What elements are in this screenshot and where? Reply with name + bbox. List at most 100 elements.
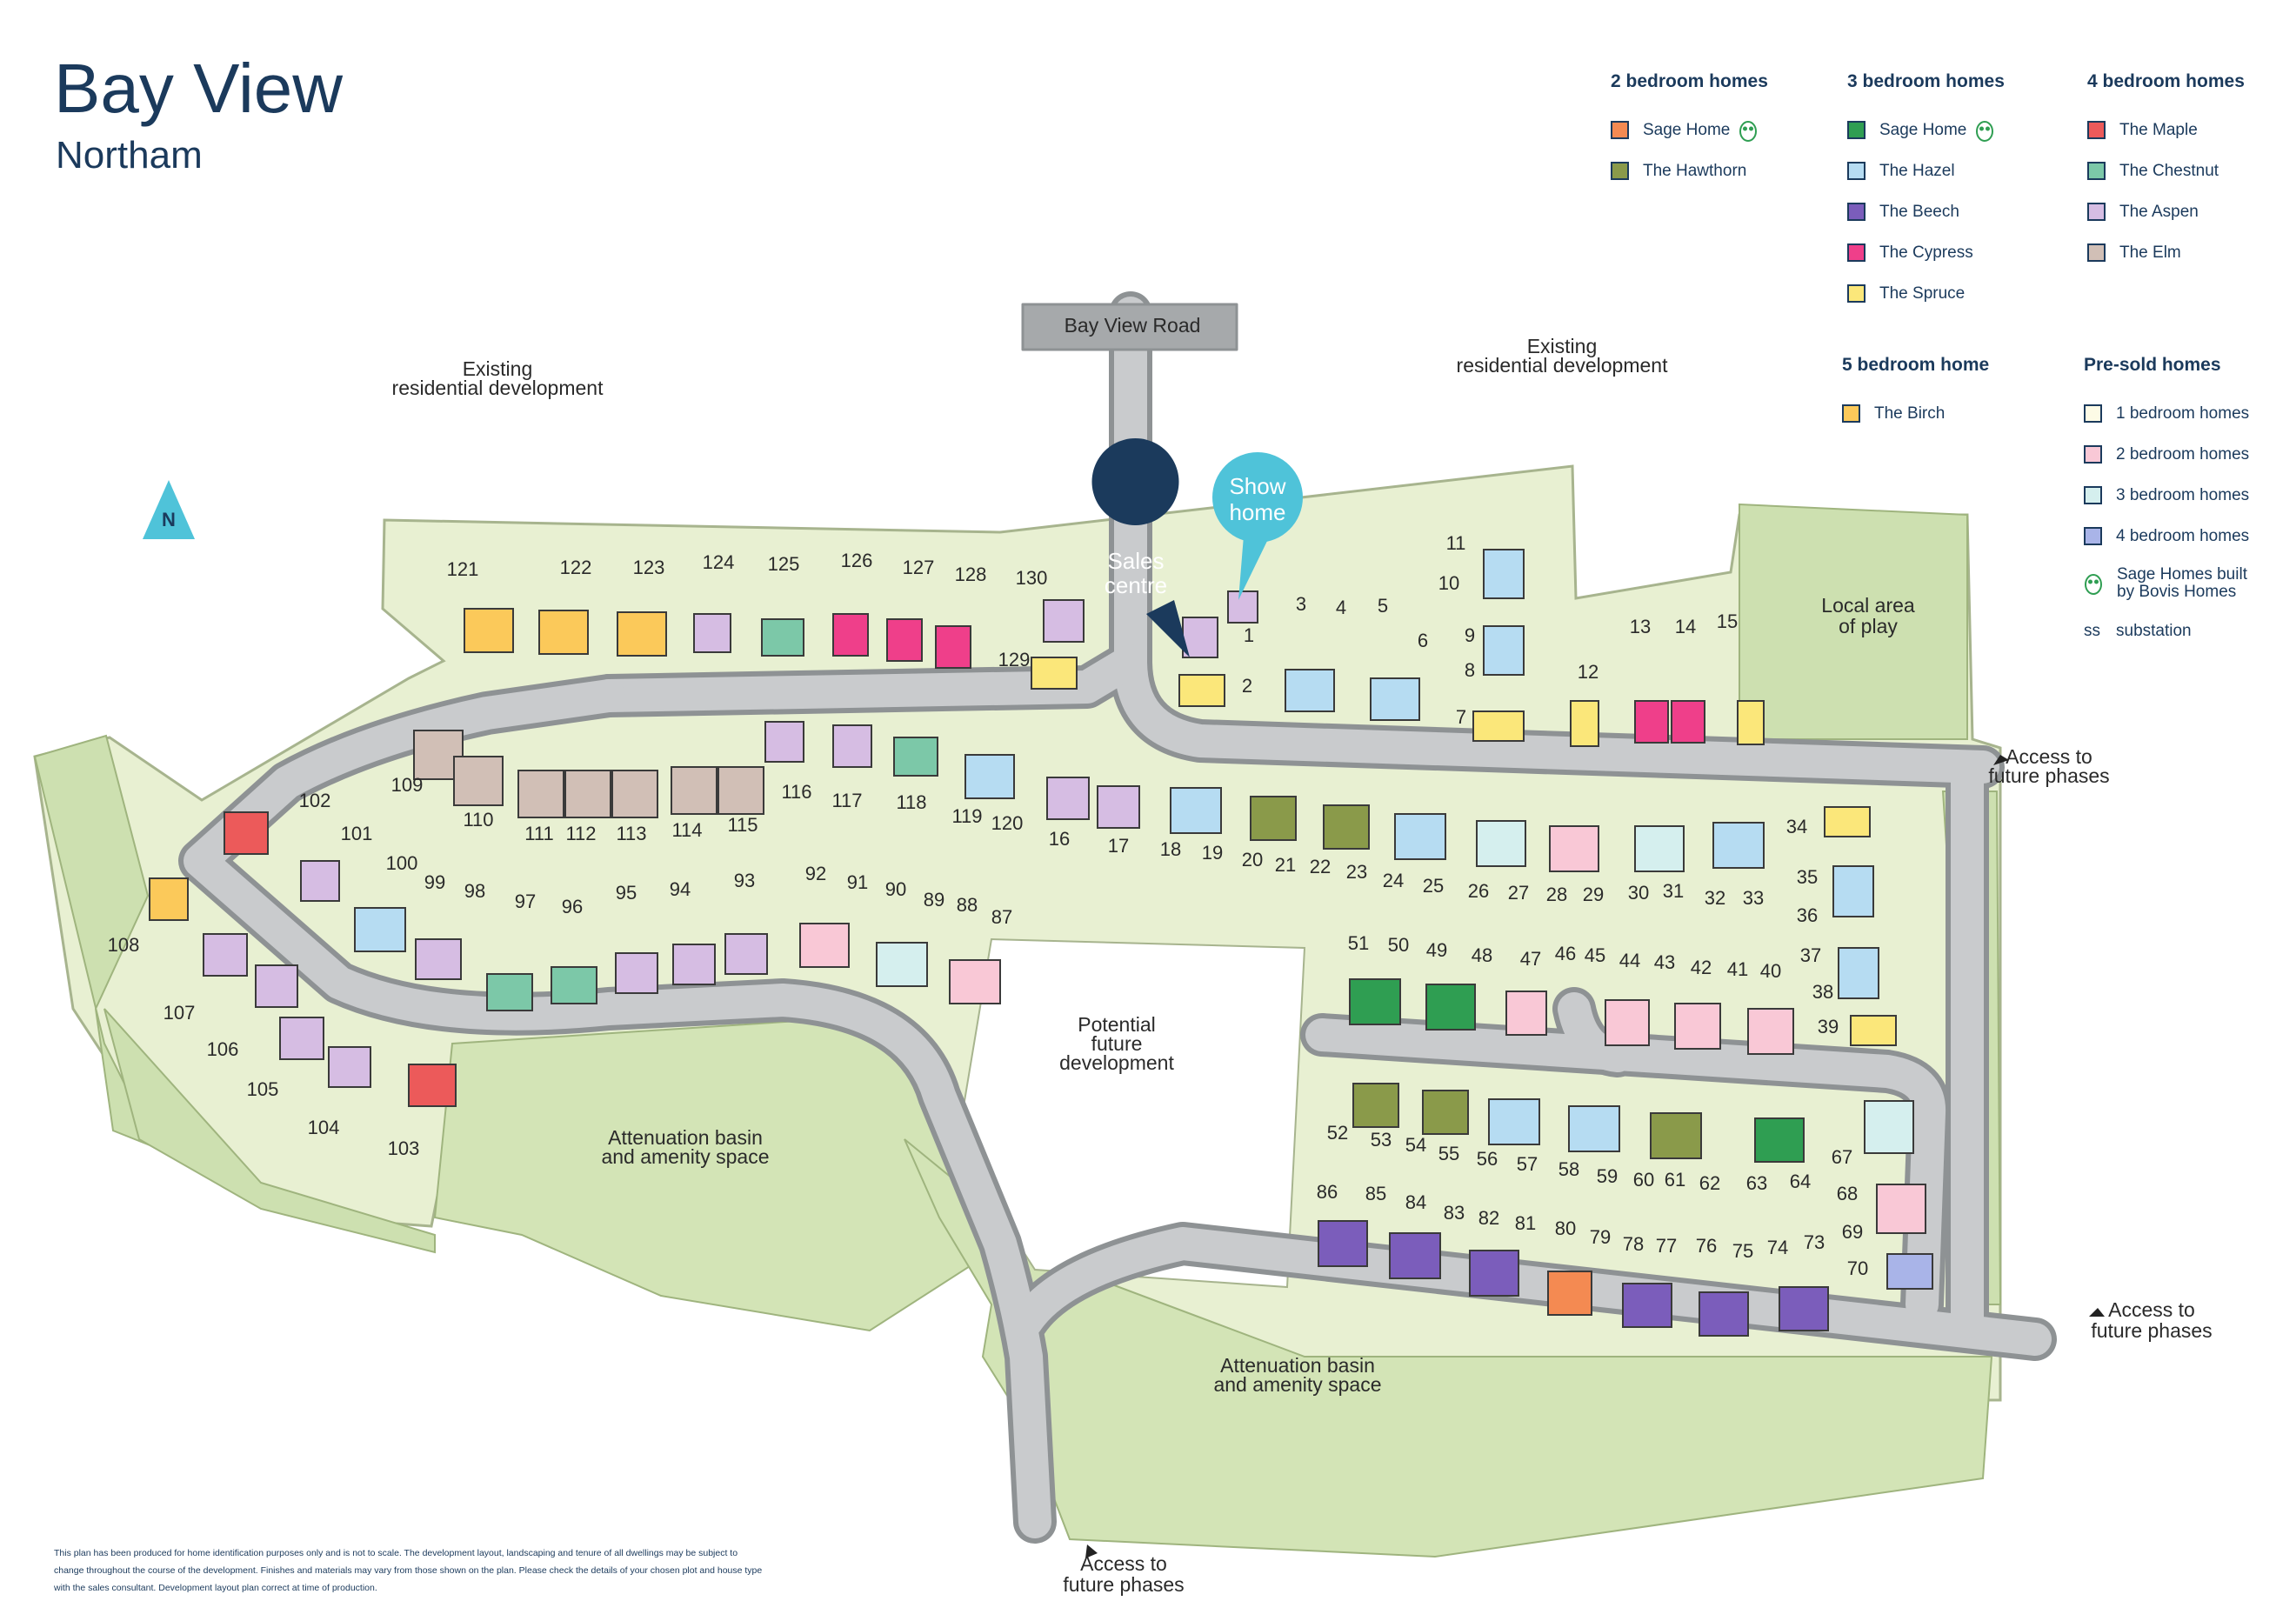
plot-number: 2 xyxy=(1242,675,1252,697)
owl-icon xyxy=(2085,574,2102,595)
plot-number: 130 xyxy=(1016,567,1048,589)
plot-number: 78 xyxy=(1623,1233,1644,1255)
legend-sage-note: Sage Homes built by Bovis Homes xyxy=(2084,557,2265,610)
owl-icon xyxy=(1739,120,1758,142)
plot-number: 112 xyxy=(565,823,596,844)
plot-number: 111 xyxy=(524,823,553,844)
plot-number: 91 xyxy=(847,871,868,893)
legend-item: The Chestnut xyxy=(2087,150,2245,191)
plot-number: 87 xyxy=(991,906,1012,928)
legend-item: 4 bedroom homes xyxy=(2084,516,2265,557)
plot-number: 110 xyxy=(463,809,493,831)
plot-number: 30 xyxy=(1628,882,1649,904)
plot-number: 17 xyxy=(1108,835,1129,857)
plot-number: 47 xyxy=(1520,948,1541,970)
page-subtitle: Northam xyxy=(56,134,203,177)
plot-number: 39 xyxy=(1818,1016,1839,1037)
legend-item: The Hazel xyxy=(1847,150,2005,191)
plot-number: 19 xyxy=(1202,842,1223,864)
arrow-icon xyxy=(1085,1544,1098,1558)
plot-number: 15 xyxy=(1717,610,1738,632)
plot-number: 46 xyxy=(1555,943,1576,964)
plot-number: 48 xyxy=(1472,944,1492,966)
plot-number: 107 xyxy=(164,1002,196,1024)
plot-number: 16 xyxy=(1049,828,1070,850)
plot-number: 57 xyxy=(1517,1153,1538,1175)
plot-number: 24 xyxy=(1383,870,1404,891)
plot-number: 82 xyxy=(1478,1207,1499,1229)
local-play-label-1: Local area xyxy=(1821,594,1915,617)
plot-number: 88 xyxy=(957,894,978,916)
plot-number: 38 xyxy=(1812,981,1833,1003)
plot-number: 115 xyxy=(727,814,758,836)
access-bottom-label-2: future phases xyxy=(1063,1573,1184,1596)
legend-four-bed: 4 bedroom homes The Maple The Chestnut T… xyxy=(2087,71,2245,273)
legend-heading: 4 bedroom homes xyxy=(2087,71,2245,91)
existing-left-label-1: Existing xyxy=(463,357,533,380)
arrow-icon xyxy=(1993,755,2009,765)
sales-centre-marker[interactable]: Sales centre xyxy=(1091,438,1190,657)
plot-number: 117 xyxy=(831,790,862,811)
plot-number: 20 xyxy=(1242,849,1263,871)
plot-number: 73 xyxy=(1804,1231,1825,1253)
plot-number: 21 xyxy=(1275,854,1296,876)
plot-number: 28 xyxy=(1546,884,1567,905)
roads xyxy=(178,291,2057,1544)
potential-label-3: development xyxy=(1059,1051,1174,1074)
potential-label-1: Potential xyxy=(1078,1013,1156,1036)
plot-number: 60 xyxy=(1633,1169,1654,1191)
plot-number: 35 xyxy=(1797,866,1818,888)
plot-number: 22 xyxy=(1310,856,1331,877)
legend-heading: 3 bedroom homes xyxy=(1847,71,2005,91)
plot-number: 63 xyxy=(1746,1172,1767,1194)
show-home-marker[interactable]: Show home xyxy=(1212,452,1303,600)
plot-number: 27 xyxy=(1508,882,1529,904)
sales-centre-label-2: centre xyxy=(1105,572,1167,598)
legend-five-bed: 5 bedroom home The Birch xyxy=(1842,355,1989,434)
plot-number: 31 xyxy=(1663,880,1684,902)
plot-number: 25 xyxy=(1423,875,1444,897)
legend-item: 2 bedroom homes xyxy=(2084,434,2265,475)
plot-number: 93 xyxy=(734,870,755,891)
plot-number: 56 xyxy=(1477,1148,1498,1170)
plot-number: 14 xyxy=(1675,616,1696,637)
plot-number: 37 xyxy=(1800,944,1821,966)
plot-number: 44 xyxy=(1619,950,1640,971)
access-right-top-label-1: Access to xyxy=(2006,745,2092,768)
plot-number: 84 xyxy=(1405,1191,1426,1213)
plot-number: 68 xyxy=(1837,1183,1858,1204)
plot-number: 86 xyxy=(1317,1181,1338,1203)
plot-number: 94 xyxy=(670,878,691,900)
plot-number: 116 xyxy=(781,781,811,803)
plot-number: 1 xyxy=(1244,624,1254,646)
legend-item: The Elm xyxy=(2087,232,2245,273)
plot-number: 49 xyxy=(1426,939,1447,961)
plot-number: 120 xyxy=(991,812,1024,834)
attenuation-left-label-1: Attenuation basin xyxy=(608,1126,763,1149)
plot-number: 32 xyxy=(1705,887,1725,909)
plot-number: 8 xyxy=(1465,659,1475,681)
plot-number: 53 xyxy=(1371,1129,1392,1151)
arrow-icon xyxy=(2089,1308,2105,1317)
plot-number: 18 xyxy=(1160,838,1181,860)
plot-number: 70 xyxy=(1847,1257,1868,1279)
legend-item: The Aspen xyxy=(2087,191,2245,232)
plot-number: 90 xyxy=(885,878,906,900)
plot-number: 95 xyxy=(616,882,637,904)
plot-number: 45 xyxy=(1585,944,1605,966)
plot-number: 50 xyxy=(1388,934,1409,956)
north-arrow-icon xyxy=(143,480,195,539)
plot-number: 74 xyxy=(1767,1237,1788,1258)
plot-number: 108 xyxy=(108,934,140,956)
plot-number: 51 xyxy=(1348,932,1369,954)
plot-number: 125 xyxy=(768,553,800,575)
legend-item: The Spruce xyxy=(1847,273,2005,314)
legend-two-bed: 2 bedroom homes Sage Home The Hawthorn xyxy=(1611,71,1768,191)
plot-number: 105 xyxy=(247,1078,279,1100)
plot-number: 4 xyxy=(1336,597,1346,618)
plot-number: 129 xyxy=(998,649,1031,670)
existing-right-label-1: Existing xyxy=(1527,335,1598,357)
plot-number: 7 xyxy=(1456,706,1466,728)
legend-heading: 5 bedroom home xyxy=(1842,355,1990,375)
plot-number: 118 xyxy=(896,791,926,813)
